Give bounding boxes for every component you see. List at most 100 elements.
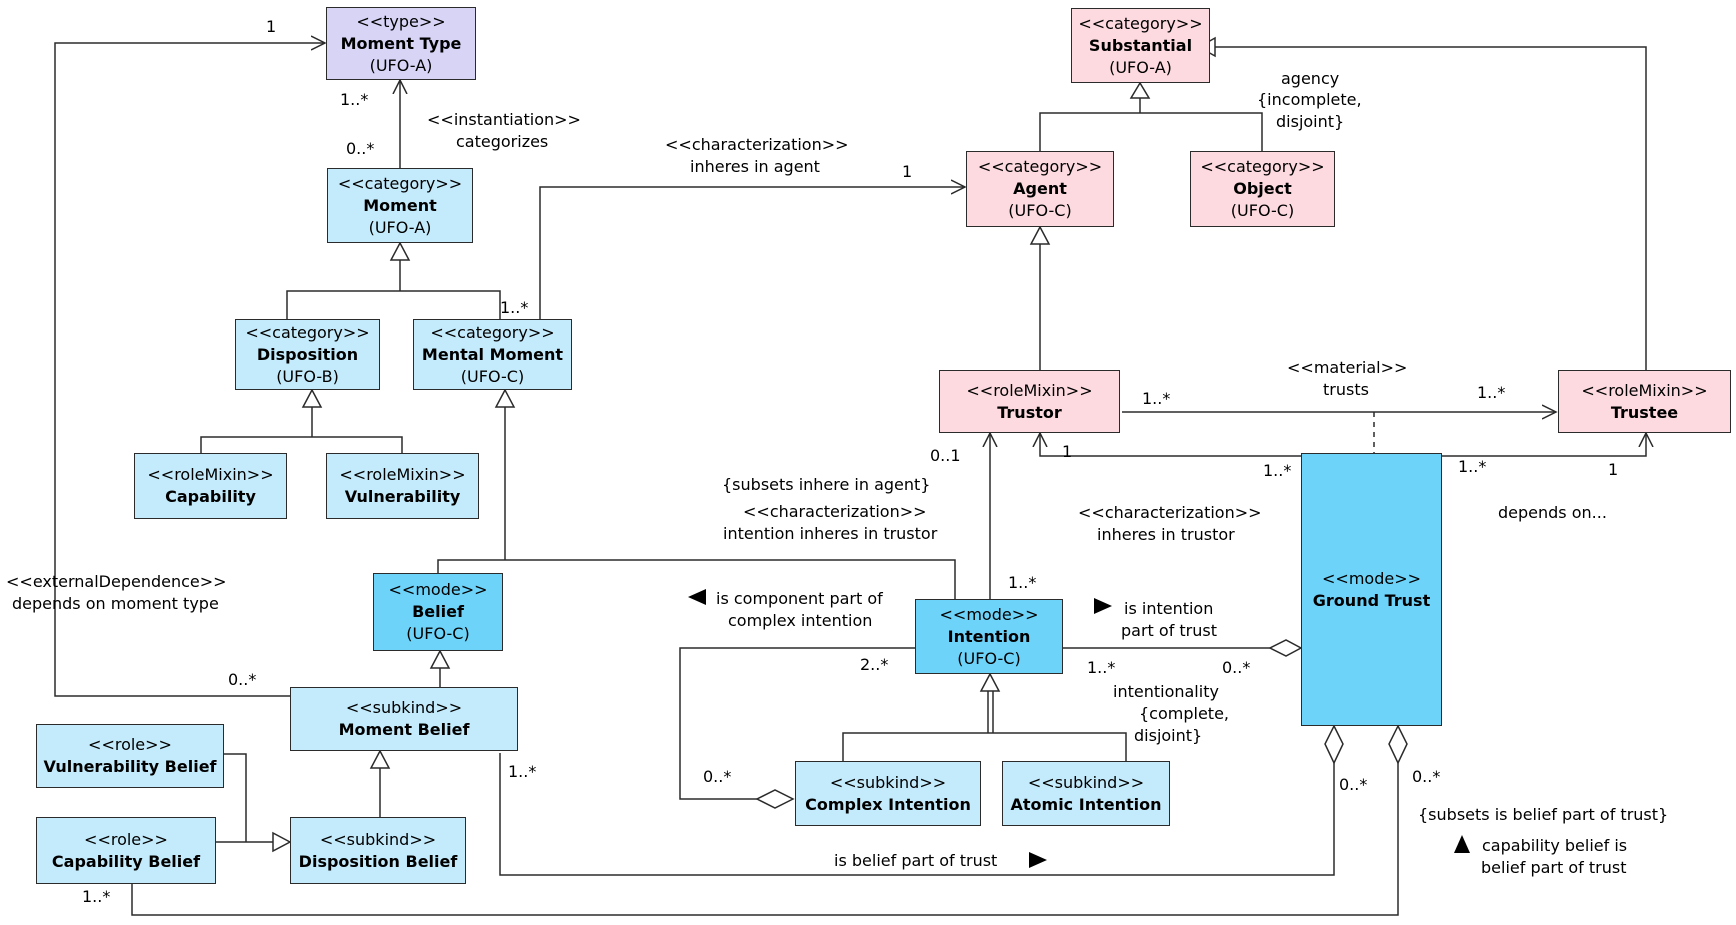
edge-gen-capability — [200, 436, 312, 453]
label-mult-gt-cap: 0..* — [1412, 767, 1440, 786]
gen-triangle-intention — [979, 672, 1001, 692]
label-mult-moment-belief: 1..* — [508, 762, 536, 781]
ufo-layer: (UFO-C) — [460, 366, 525, 386]
class-moment-type: <<type>> Moment Type (UFO-A) — [326, 7, 476, 80]
label-mult-1-agent: 1 — [902, 162, 912, 181]
class-name: Substantial — [1088, 35, 1193, 55]
label-characterization-agent-name: inheres in agent — [690, 157, 820, 176]
class-complex-intention: <<subkind>> Complex Intention — [795, 761, 981, 826]
edge-gen-object — [1140, 112, 1263, 151]
class-name: Intention — [947, 626, 1031, 646]
stereotype: <<subkind>> — [829, 772, 947, 792]
class-name: Moment — [363, 195, 437, 215]
stereotype: <<category>> — [430, 322, 555, 342]
stereotype: <<type>> — [356, 11, 446, 31]
class-name: Atomic Intention — [1010, 794, 1162, 814]
ufo-layer: (UFO-C) — [957, 648, 1021, 668]
label-depends-on: depends on... — [1498, 503, 1607, 522]
stereotype: <<subkind>> — [345, 698, 463, 717]
stereotype: <<mode>> — [1322, 568, 1421, 588]
label-instantiation-name: categorizes — [456, 132, 548, 151]
stereotype: <<subkind>> — [1027, 772, 1145, 792]
stereotype: <<mode>> — [388, 580, 488, 599]
label-mult-01-trustor: 0..1 — [930, 446, 961, 465]
label-mult-gt-right: 1..* — [1458, 457, 1486, 476]
label-cap-belief-2: belief part of trust — [1481, 858, 1626, 877]
stereotype: <<category>> — [977, 157, 1103, 176]
label-component-2: complex intention — [728, 611, 872, 630]
class-object: <<category>> Object (UFO-C) — [1190, 151, 1335, 227]
class-mental-moment: <<category>> Mental Moment (UFO-C) — [413, 319, 572, 390]
edge-gen-atomic-intention — [988, 732, 1127, 761]
gen-triangle-mental-moment — [494, 388, 516, 408]
label-mult-gt-left: 1..* — [1263, 461, 1291, 480]
class-substantial: <<category>> Substantial (UFO-A) — [1071, 8, 1210, 83]
class-belief: <<mode>> Belief (UFO-C) — [373, 573, 503, 651]
label-mult-trustee-in: 1..* — [1477, 383, 1505, 402]
label-char-trustor-stereo: <<characterization>> — [743, 502, 927, 521]
edge-gen-intention — [505, 559, 956, 599]
class-moment: <<category>> Moment (UFO-A) — [327, 168, 473, 243]
label-mult-1-trustor: 1 — [1062, 442, 1072, 461]
label-mult-0star-moment-belief: 0..* — [228, 670, 256, 689]
stereotype: <<roleMixin>> — [339, 465, 466, 484]
stereotype: <<roleMixin>> — [147, 465, 274, 484]
edge-external-dependence — [54, 43, 325, 697]
label-mult-gt-belief: 0..* — [1339, 775, 1367, 794]
class-agent: <<category>> Agent (UFO-C) — [966, 151, 1114, 227]
label-mult-trustor-out: 1..* — [1142, 389, 1170, 408]
gen-triangle-agent — [1029, 225, 1051, 245]
edge-gen-mental-moment — [400, 290, 501, 319]
label-mult-1-momenttype: 1 — [266, 17, 276, 36]
label-agency-1: agency — [1281, 69, 1339, 88]
label-mult-gt-intention: 0..* — [1222, 658, 1250, 677]
label-mult-1-trustee: 1 — [1608, 460, 1618, 479]
label-intention-part-1: is intention — [1124, 599, 1213, 618]
ufo-layer: (UFO-C) — [406, 624, 470, 643]
diamond-complex-intention — [755, 789, 795, 809]
class-name: Ground Trust — [1312, 590, 1431, 610]
gen-triangle-disposition-belief — [272, 831, 292, 853]
class-name: Vulnerability — [344, 487, 461, 506]
class-capability-belief: <<role>> Capability Belief — [36, 817, 216, 884]
class-name: Mental Moment — [421, 344, 564, 364]
label-mult-1star-momenttype: 1..* — [340, 90, 368, 109]
class-name: Moment Type — [340, 33, 462, 53]
class-vulnerability: <<roleMixin>> Vulnerability — [326, 453, 479, 519]
label-char-gt-name: inheres in trustor — [1097, 525, 1235, 544]
stereotype: <<mode>> — [939, 604, 1039, 624]
label-material-name: trusts — [1323, 380, 1369, 399]
stereotype: <<role>> — [84, 829, 168, 849]
class-capability: <<roleMixin>> Capability — [134, 453, 287, 519]
label-ext-dep-stereo: <<externalDependence>> — [6, 572, 227, 591]
class-atomic-intention: <<subkind>> Atomic Intention — [1002, 761, 1170, 826]
class-name: Disposition Belief — [298, 851, 458, 871]
ufo-layer: (UFO-A) — [368, 217, 432, 237]
class-trustee: <<roleMixin>> Trustee — [1558, 370, 1731, 433]
ufo-layer: (UFO-B) — [276, 366, 339, 386]
label-material-stereo: <<material>> — [1287, 358, 1407, 377]
edge-gen-trustee-substantial — [1215, 46, 1647, 370]
stereotype: <<category>> — [1200, 157, 1325, 176]
stereotype: <<subkind>> — [319, 829, 437, 849]
label-mult-cap-belief: 1..* — [82, 887, 110, 906]
label-agency-3: disjoint} — [1276, 112, 1344, 131]
stereotype: <<category>> — [245, 322, 370, 342]
class-name: Object — [1233, 179, 1292, 198]
label-intentionality-1: intentionality — [1113, 682, 1219, 701]
edge-gen-agent — [1039, 112, 1140, 151]
direction-triangle-belief-part — [1029, 852, 1047, 868]
class-name: Vulnerability Belief — [43, 757, 217, 776]
label-mult-complex: 0..* — [703, 767, 731, 786]
label-char-trustor-name: intention inheres in trustor — [723, 524, 938, 543]
edge-characterization-agent — [539, 187, 965, 319]
label-mult-1star-mental: 1..* — [500, 298, 528, 317]
label-intentionality-2: {complete, — [1139, 704, 1229, 723]
ufo-layer: (UFO-C) — [1230, 201, 1295, 220]
label-characterization-agent-stereo: <<characterization>> — [665, 135, 849, 154]
label-ext-dep-name: depends on moment type — [12, 594, 219, 613]
class-name: Moment Belief — [338, 720, 470, 739]
label-cap-belief-1: capability belief is — [1482, 836, 1627, 855]
label-subsets-belief: {subsets is belief part of trust} — [1418, 805, 1668, 824]
